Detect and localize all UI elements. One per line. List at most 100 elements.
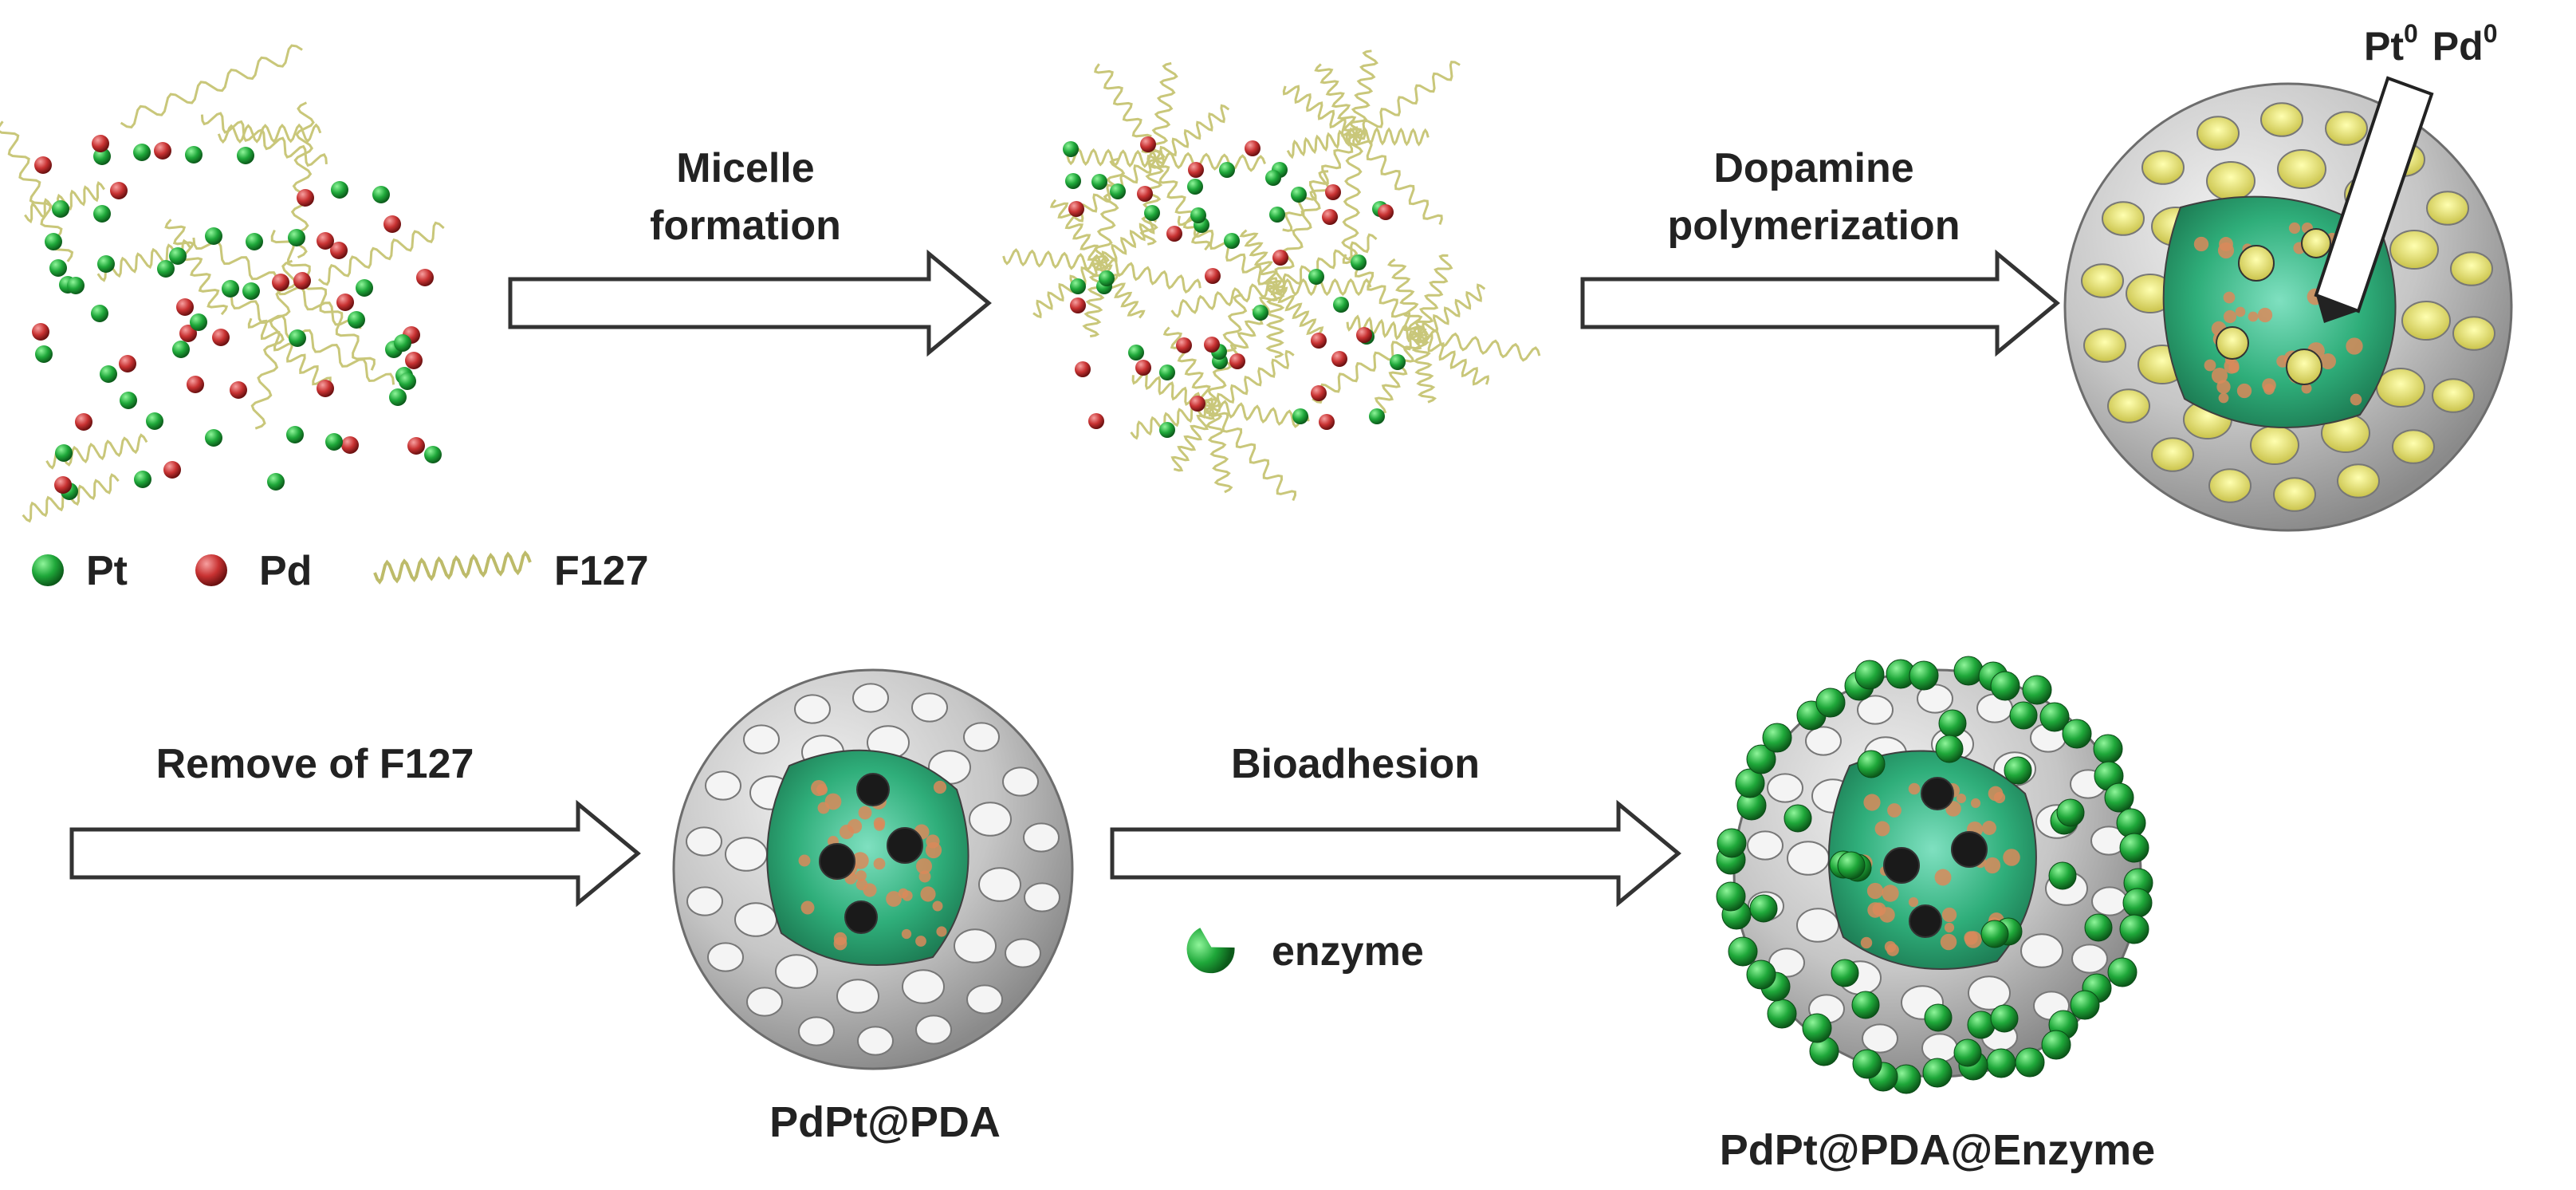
enzyme-particle [1909, 661, 1938, 690]
shell-pore [744, 725, 779, 753]
metal-sphere [1253, 305, 1268, 321]
shell-pore [1922, 1034, 1957, 1062]
shell-pore [2338, 464, 2379, 498]
metal-sphere [172, 341, 190, 358]
enzyme-particle [2120, 915, 2149, 944]
shell-pore [2082, 264, 2123, 298]
metal-sphere [1311, 333, 1327, 349]
mesopore [2239, 246, 2274, 281]
metal-sphere [1144, 205, 1160, 221]
metal-sphere [293, 272, 311, 290]
core-metal-grain [2212, 368, 2228, 384]
core-metal-grain [2346, 337, 2362, 354]
metal-sphere [205, 429, 222, 447]
shell-pore [747, 987, 782, 1015]
enzyme-particle [2023, 676, 2051, 704]
shell-pore [795, 695, 830, 723]
core-metal-grain [2320, 353, 2336, 369]
enzyme-particle [1991, 672, 2020, 700]
metal-sphere [1128, 345, 1144, 361]
shell-pore [2209, 469, 2251, 502]
micelle-f127-coronas [1004, 51, 1540, 501]
metal-sphere [133, 144, 151, 161]
core-metal-grain [1945, 923, 1954, 932]
core-metal-grain [1909, 783, 1921, 795]
core-metal-grain [933, 901, 943, 912]
enzyme-particle [2105, 783, 2134, 812]
mesopore [1884, 848, 1919, 883]
shell-pore [2427, 191, 2468, 225]
micelle-chain [1316, 64, 1361, 136]
precursor-mixture [0, 45, 444, 521]
metal-sphere [146, 412, 163, 430]
shell-pore [2251, 426, 2299, 464]
enzyme-particle [1923, 1058, 1952, 1087]
enzyme-particle [1954, 656, 1983, 685]
shell-pore [2072, 944, 2107, 972]
shell-pore [2207, 162, 2255, 200]
micelle-label-line2: formation [650, 203, 841, 249]
core-metal-grain [874, 858, 886, 870]
dopamine-label-line1: Dopamine [1713, 145, 1913, 191]
metal-sphere [1245, 140, 1260, 156]
metal-sphere [317, 232, 334, 250]
metal-sphere [1063, 141, 1079, 157]
metal-sphere [341, 436, 359, 454]
core-metal-grain [2218, 242, 2234, 258]
metal-sphere [405, 352, 423, 369]
core-metal-grain [915, 936, 926, 947]
metal-sphere [154, 142, 171, 160]
core-metal-grain [1957, 794, 1966, 803]
enzyme-legend: enzyme [1178, 918, 1424, 982]
mesopore [2216, 327, 2248, 359]
core-metal-grain [2219, 393, 2229, 404]
metal-sphere [1137, 186, 1153, 202]
micelle-chain [1354, 136, 1442, 225]
metal-sphere [1219, 162, 1235, 178]
metal-sphere [1159, 364, 1175, 380]
metal-sphere [331, 181, 348, 199]
shell-pore [2377, 368, 2425, 407]
metal-sphere [237, 147, 254, 164]
shell-pore [686, 827, 722, 855]
enzyme-particle [2117, 809, 2145, 837]
core-metal-grain [1971, 798, 1980, 808]
metal-sphere [1088, 413, 1104, 429]
bioadhesion-arrow [1112, 804, 1678, 903]
enzyme-particle [1763, 723, 1791, 752]
metal-sphere [185, 146, 203, 164]
core-metal-grain [848, 819, 862, 833]
core-metal-grain [1982, 821, 1996, 835]
metal-sphere [336, 294, 354, 311]
shell-pore [2451, 252, 2492, 286]
metal-sphere [394, 334, 411, 352]
metal-sphere [1166, 226, 1182, 242]
metal-sphere [110, 182, 128, 199]
enzyme-particle [2016, 1048, 2044, 1077]
core-metal-grain [2350, 394, 2362, 406]
pda-sphere-with-template [2065, 84, 2511, 530]
metal-sphere [1269, 207, 1285, 223]
shell-pore [967, 985, 1002, 1013]
enzyme-particle [1936, 735, 1963, 762]
enzyme-particle [1728, 937, 1757, 966]
micelle-label-line1: Micelle [676, 145, 814, 191]
core-metal-grain [936, 926, 946, 936]
shell-pore [2021, 934, 2063, 967]
legend-f127-label: F127 [554, 548, 649, 594]
metal-sphere [356, 279, 373, 297]
metal-sphere [272, 274, 289, 291]
shell-pore [2152, 438, 2193, 471]
metal-sphere [205, 227, 222, 245]
metal-sphere [93, 205, 111, 223]
micelle-chain [1413, 335, 1435, 402]
core-metal-grain [863, 883, 876, 896]
mesopore [820, 844, 855, 879]
core-metal-grain [902, 929, 911, 939]
core-metal-grain [2224, 310, 2236, 323]
shell-pore [2261, 103, 2303, 136]
metal-sphere [55, 444, 73, 462]
micelle-chain [1276, 280, 1371, 294]
metal-sphere [91, 305, 108, 322]
shell-pore [706, 771, 741, 799]
